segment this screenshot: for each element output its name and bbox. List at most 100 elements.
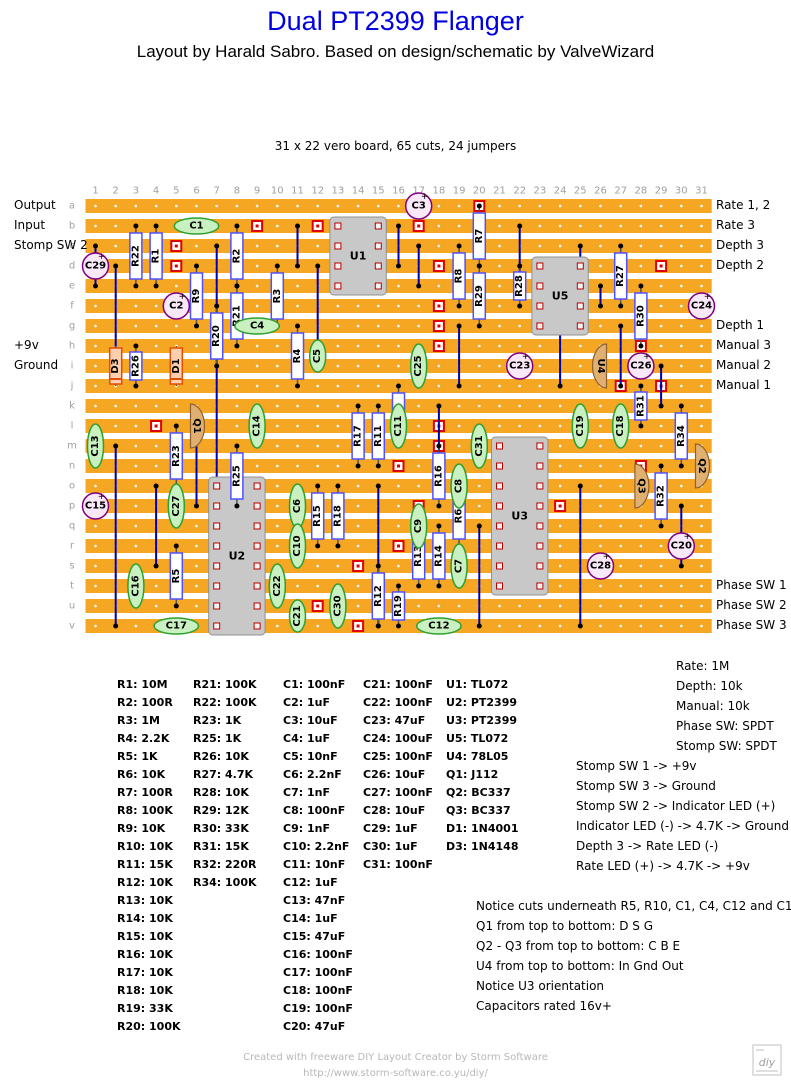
capacitor-c27: C27 [167, 483, 186, 529]
strip-hole [700, 564, 703, 568]
track-cut-dot [437, 344, 441, 348]
value-row: C9: 1nF [283, 822, 330, 835]
strip-hole [659, 604, 663, 608]
strip-hole [336, 324, 340, 328]
resistor-label: R3 [272, 289, 283, 304]
ic-pin [213, 582, 221, 590]
solder-point [113, 263, 119, 269]
solder-point [133, 283, 139, 289]
strip-hole [276, 404, 279, 408]
strip-hole [498, 404, 501, 408]
strip-hole [255, 344, 259, 348]
strip-hole [457, 604, 461, 608]
solder-point [658, 363, 664, 369]
strip-hole [195, 364, 198, 368]
resistor-body [129, 351, 143, 381]
value-row: R1: 10M [117, 678, 168, 691]
strip-hole [599, 504, 602, 508]
ic-pin [576, 322, 584, 330]
resistor-label: R31 [635, 395, 646, 417]
resistor-r17: R17 [351, 403, 365, 469]
strip-hole [619, 464, 622, 468]
electrolytic-body [81, 492, 110, 520]
strip-hole [417, 604, 421, 608]
solder-point [194, 323, 199, 329]
capacitor-body [308, 339, 327, 373]
resistor-body [331, 492, 345, 540]
solder-point [456, 243, 462, 249]
ic-pin [536, 442, 544, 450]
electrolytic-label: C26 [630, 361, 651, 372]
resistor-label: R23 [171, 445, 182, 467]
track-cut-dot [356, 564, 360, 568]
strip-hole [154, 384, 158, 388]
capacitor-c9: C9 [409, 503, 428, 549]
resistor-r15: R15 [310, 483, 325, 549]
row-letter: t [70, 581, 74, 592]
strip-hole [558, 464, 562, 468]
resistor-body [613, 252, 628, 300]
strip-hole [114, 204, 117, 208]
ic-pin [213, 542, 221, 550]
strip-hole [619, 504, 622, 508]
strip-hole [417, 444, 421, 448]
track-cut-dot [397, 464, 400, 468]
strip-hole [316, 564, 320, 568]
strip-hole [437, 384, 441, 388]
electrolytic-body [81, 252, 110, 280]
solder-point [436, 503, 442, 509]
column-number: 9 [254, 186, 260, 197]
electrolytic-body [586, 552, 615, 580]
ic-label: U2 [229, 550, 246, 563]
strip-hole [154, 344, 158, 348]
wiring-row: Depth 3 -> Rate LED (-) [576, 839, 719, 853]
electrolytic-label: C28 [590, 561, 611, 572]
transistor-body [634, 463, 650, 509]
right-label: Depth 2 [716, 258, 764, 272]
ic-pin [213, 562, 221, 570]
solder-point [194, 263, 199, 269]
electrolytic-label: C20 [671, 541, 692, 552]
value-row: U3: PT2399 [446, 714, 517, 727]
strip-hole [114, 404, 117, 408]
strip-hole [599, 224, 602, 228]
strip-hole [700, 284, 703, 288]
diode-body [108, 347, 123, 385]
resistor-r23: R23 [169, 423, 184, 489]
strip-hole [316, 244, 320, 248]
strip-hole [114, 424, 117, 428]
ic-u3: U3 [491, 436, 549, 596]
value-row: C25: 100nF [363, 750, 433, 763]
strip-hole [134, 624, 138, 628]
pot-row: Phase SW: SPDT [676, 719, 774, 733]
ic-pin [334, 282, 342, 290]
electrolytic-body [162, 292, 191, 320]
strip-hole [498, 344, 501, 348]
row-letter: h [69, 341, 75, 352]
solder-point [638, 283, 644, 289]
electrolytic-label: C23 [509, 361, 530, 372]
row-letter: n [69, 461, 75, 472]
diode-label: D3 [110, 358, 121, 373]
strip-hole [680, 284, 683, 288]
strip-hole [195, 584, 198, 588]
resistor-r34: R34 [674, 403, 689, 469]
strip-hole [639, 624, 643, 628]
right-label: Depth 3 [716, 238, 764, 252]
value-row: U5: TL072 [446, 732, 509, 745]
column-number: 11 [291, 186, 304, 197]
strip-hole [94, 224, 97, 228]
solder-point [396, 383, 401, 389]
strip-hole [417, 484, 421, 488]
resistor-r21: R21 [230, 283, 244, 349]
strip-hole [599, 524, 602, 528]
electrolytic-c29: C29+ [81, 252, 110, 280]
strip-hole [336, 424, 340, 428]
value-row: C15: 47uF [283, 930, 346, 943]
note-row: U4 from top to bottom: In Gnd Out [476, 959, 684, 973]
value-row: C5: 10nF [283, 750, 338, 763]
row-letter: j [70, 381, 74, 392]
strip-hole [700, 424, 703, 428]
value-row: R23: 1K [193, 714, 242, 727]
